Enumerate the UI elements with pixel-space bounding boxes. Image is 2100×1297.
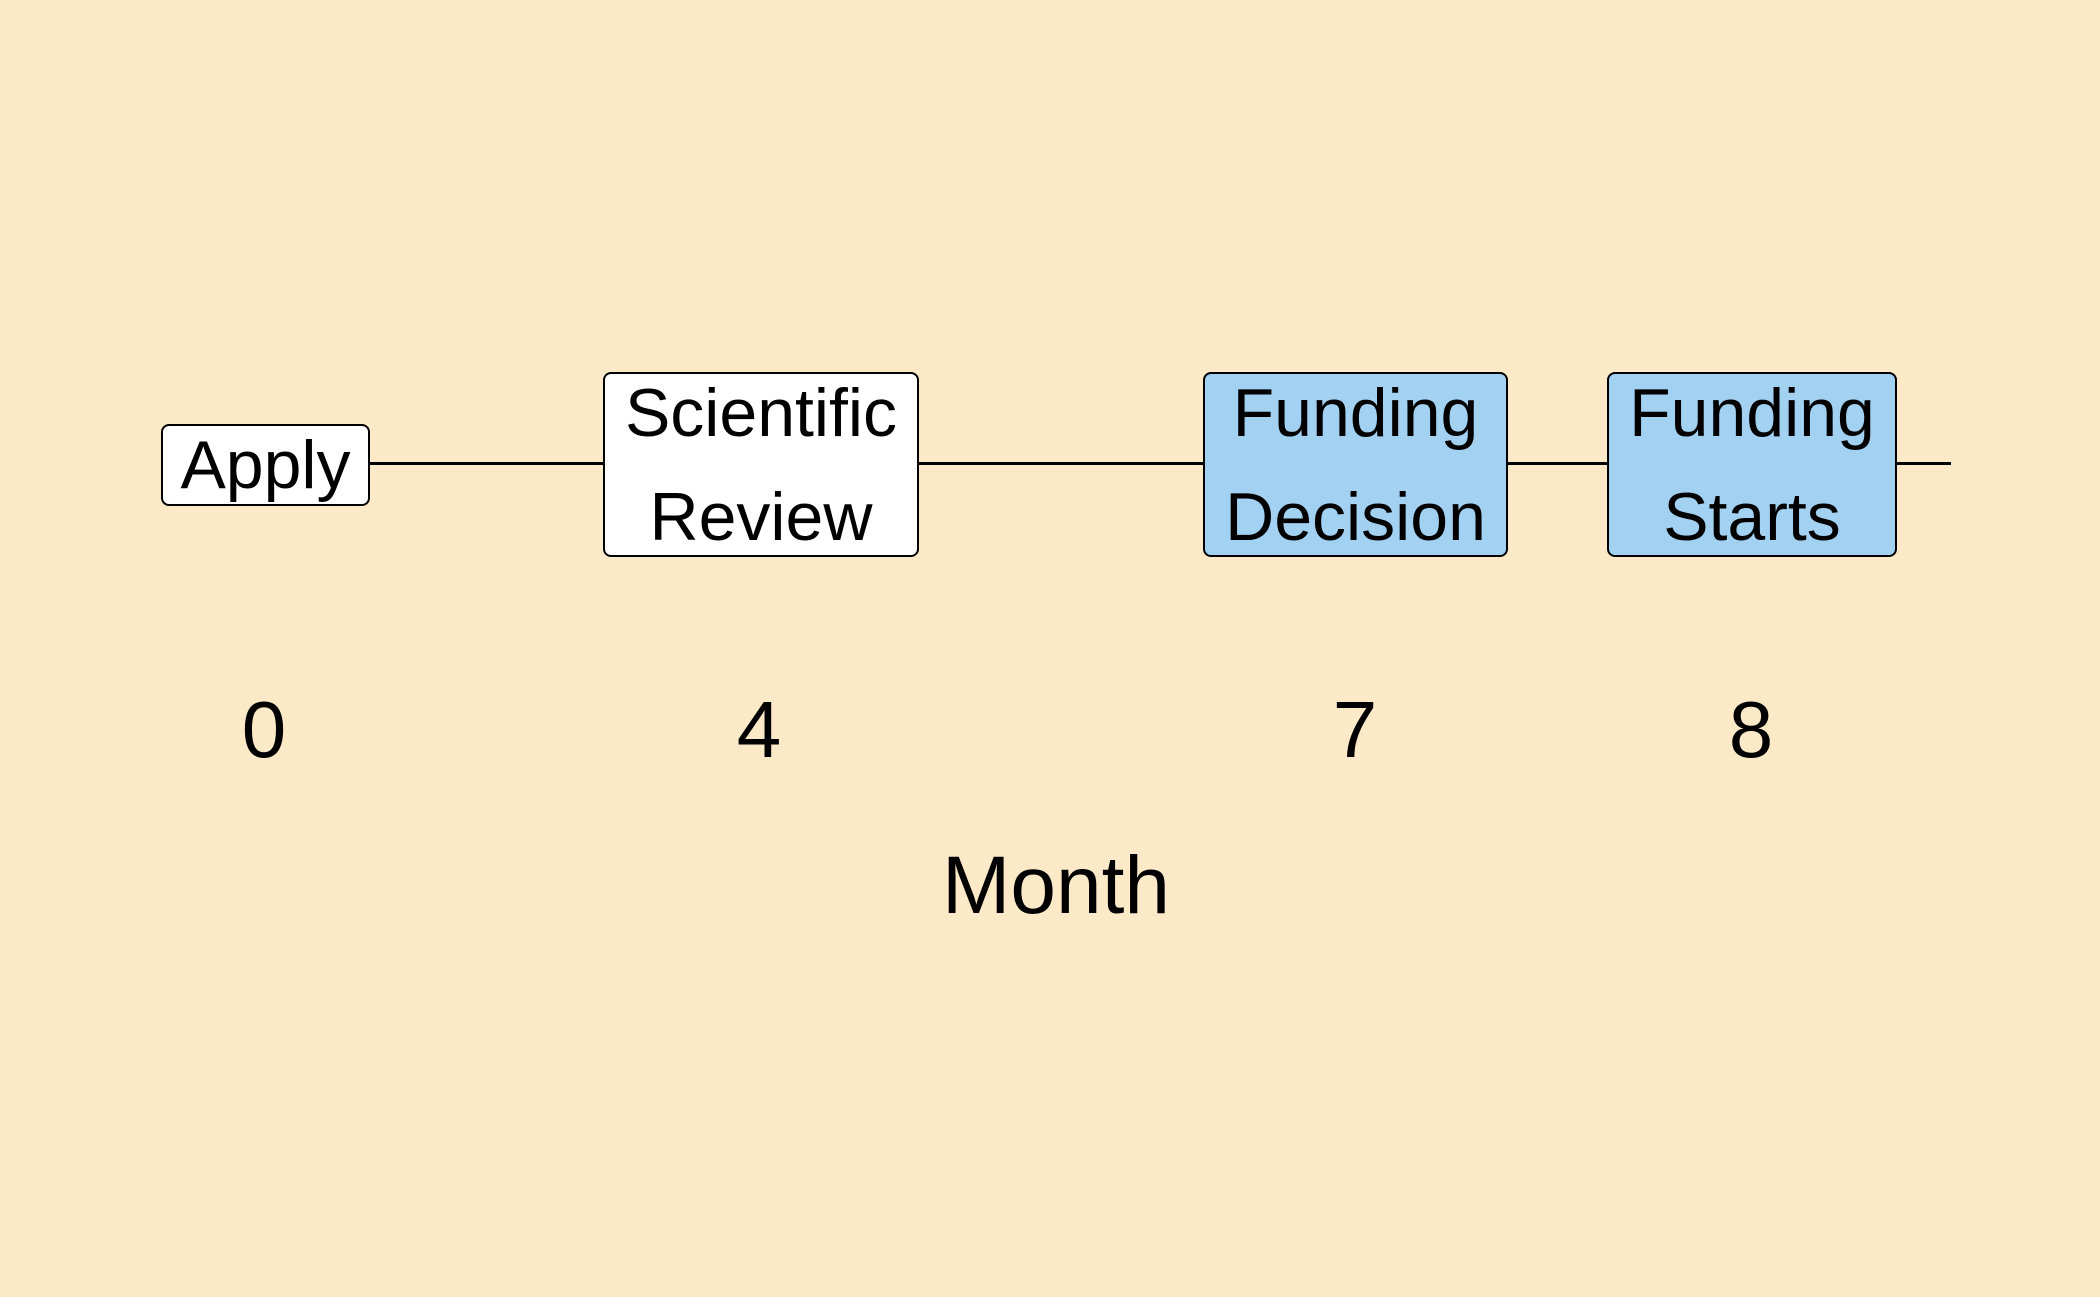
stage-label-scientific-review: Scientific Review bbox=[624, 374, 898, 555]
month-label-4: 4 bbox=[736, 685, 782, 774]
month-label-8: 8 bbox=[1728, 685, 1774, 774]
stage-label-funding-decision: Funding Decision bbox=[1225, 374, 1486, 555]
month-label-0: 0 bbox=[241, 685, 287, 774]
stage-box-apply: Apply bbox=[161, 424, 370, 506]
timeline-line bbox=[368, 462, 1951, 465]
stage-box-funding-decision: Funding Decision bbox=[1203, 372, 1508, 557]
stage-label-apply: Apply bbox=[180, 427, 351, 503]
stage-label-funding-starts: Funding Starts bbox=[1629, 374, 1875, 555]
stage-box-funding-starts: Funding Starts bbox=[1607, 372, 1897, 557]
month-label-7: 7 bbox=[1332, 685, 1378, 774]
stage-box-scientific-review: Scientific Review bbox=[603, 372, 919, 557]
axis-title: Month bbox=[942, 840, 1170, 931]
